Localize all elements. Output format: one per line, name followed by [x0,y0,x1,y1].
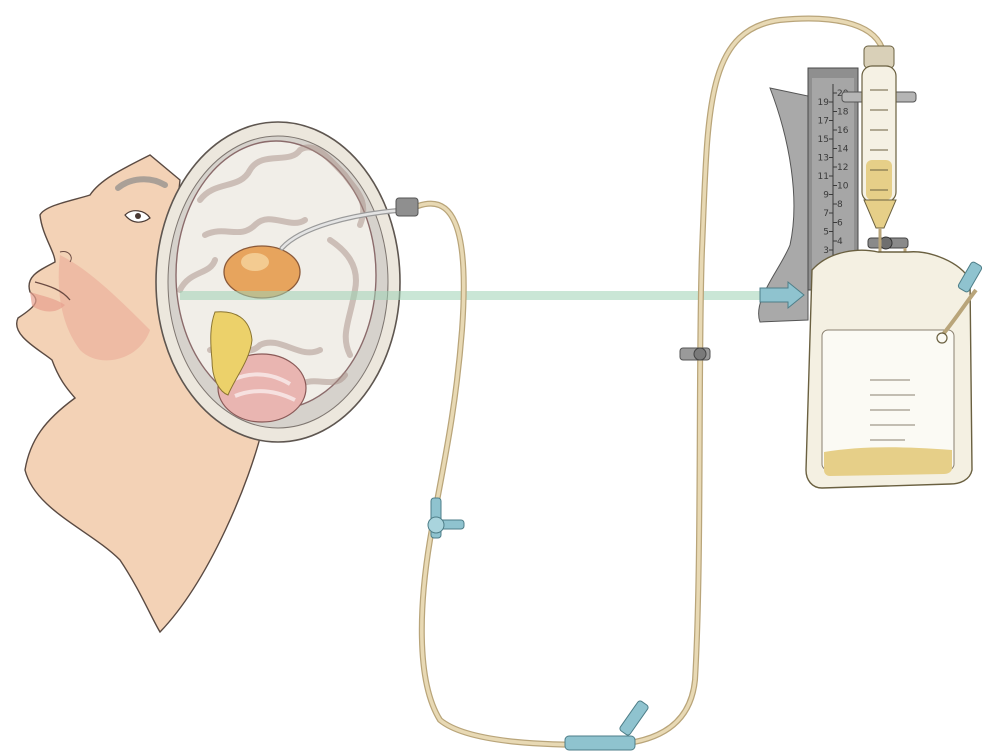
stopcock-knob [880,237,892,249]
brain-cutaway [156,122,400,442]
roller-clamp-upper [680,348,710,360]
drip-chamber [862,46,908,277]
scale-tick-left: 15 [818,135,829,145]
chamber-funnel [864,200,896,228]
scale-tick-left: 17 [818,117,829,127]
scale-tick-right: 14 [837,145,849,155]
scale-tick-right: 8 [837,200,843,210]
scale-tick-left: 11 [818,172,829,182]
scale-tick-left: 3 [823,246,829,256]
scale-tick-left: 7 [823,209,829,219]
scale-tick-left: 9 [823,191,829,201]
scale-tick-right: 12 [837,163,848,173]
scale-tick-right: 10 [837,182,849,192]
scale-tick-right: 6 [837,219,843,229]
chamber-fluid [866,160,892,200]
scale-tick-right: 18 [837,108,849,118]
lateral-ventricle [224,246,300,298]
scale-bracket [759,88,808,322]
catheter-connector [396,198,418,216]
chamber-cap [864,46,894,68]
scale-tick-left: 5 [823,228,829,238]
bag-fluid [824,447,952,476]
scale-tick-left: 13 [818,154,829,164]
scale-tick-left: 19 [818,98,830,108]
bag-hanger-eyelet [937,333,947,343]
three-way-stopcock [428,498,464,538]
zero-level-line [180,291,780,300]
ventricle-highlight [241,253,269,271]
scale-tick-right: 16 [837,126,849,136]
scale-tick-right: 4 [837,237,843,247]
iris [135,213,141,219]
collection-bag [806,250,983,488]
